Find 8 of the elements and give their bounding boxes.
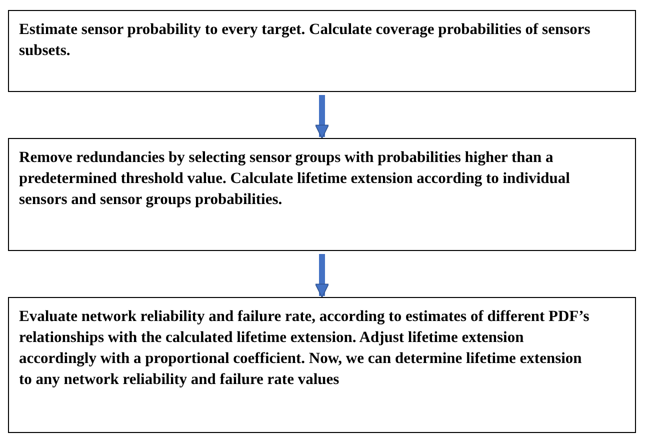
process-box [8,10,636,92]
arrow [315,254,329,298]
step-text: Remove redundancies by selecting sensor groups with probabilities higher than a predetermined threshold value. Calculate lifetime extension according to individual sensors and sensor groups probabilities. [19,148,571,210]
process-box [8,138,636,251]
step-text: Estimate sensor probability to every target. Calculate coverage probabilities of sensors subsets. [19,20,592,61]
arrow [315,95,329,139]
process-box [8,297,636,433]
step-text: Evaluate network reliability and failure rate, according to estimates of different PDF’s relationships with the calculated lifetime extension. Adjust lifetime extension accordingly with a proportional coefficient. Now, we can determine lifetime extension to any network reliability and failure rate values [19,307,590,390]
